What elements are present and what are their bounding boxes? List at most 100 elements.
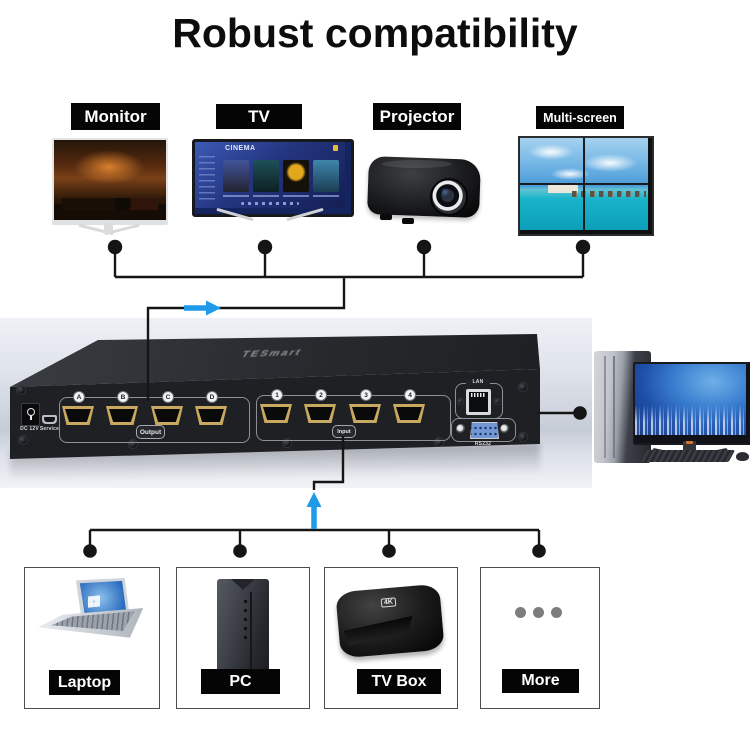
port-badge: D	[206, 391, 218, 403]
monitor-stand-neck	[104, 223, 113, 231]
tv-ui-poster-caption	[313, 195, 339, 197]
tv-ui-poster	[253, 160, 279, 192]
tower-seam	[613, 356, 615, 458]
screw-icon	[518, 382, 528, 392]
desktop-monitor-accent	[686, 441, 693, 444]
db9-screw-post	[500, 424, 510, 434]
port-badge: 2	[315, 389, 327, 401]
monitor-scene-silhouettes	[62, 198, 158, 210]
hdmi-input-port	[304, 404, 336, 423]
screw-icon	[518, 432, 528, 442]
ellipsis-dot-icon	[551, 607, 562, 618]
port-badge: 3	[360, 389, 372, 401]
rs232-port-group	[451, 418, 516, 442]
input-bus-lines	[88, 436, 541, 545]
pc-tower-buttons	[244, 600, 247, 640]
rs232-label: RS232	[474, 441, 492, 447]
cloud	[528, 144, 574, 160]
projector-foot	[380, 214, 392, 220]
tv-ui-header: CINEMA	[225, 145, 256, 152]
screw-icon	[18, 435, 28, 445]
port-badge: 4	[404, 389, 416, 401]
page-title: Robust compatibility	[172, 10, 578, 56]
port-badge: 1	[271, 389, 283, 401]
port-badge: A	[73, 391, 85, 403]
output-port-group	[59, 397, 250, 443]
output-endpoint-dots	[107, 239, 591, 255]
port-badge: B	[117, 391, 129, 403]
wallpaper-city-lights	[635, 405, 746, 435]
pc-tower-top-vent	[231, 579, 255, 590]
dc-power-label: DC 12V	[20, 426, 39, 432]
output-group-label: Output	[136, 425, 165, 439]
tv-ui-poster	[223, 160, 249, 192]
tv-ui-poster-caption	[283, 195, 309, 197]
input-endpoint-dots	[83, 544, 546, 558]
video-wall-divider-horizontal	[520, 183, 648, 185]
lan-rj45-port	[466, 389, 491, 415]
screw-icon	[434, 437, 444, 447]
tv-label: TV	[216, 104, 302, 129]
monitor-label: Monitor	[71, 103, 160, 130]
desktop-monitor-neck	[683, 441, 696, 450]
hdmi-output-port	[106, 406, 138, 425]
monitor-image	[52, 138, 168, 225]
pc-tower-seam	[250, 592, 252, 684]
service-usb-port	[42, 415, 57, 424]
projector-label: Projector	[373, 103, 461, 130]
mouse-image	[736, 452, 749, 461]
hdmi-input-port	[393, 404, 425, 423]
tv-ui-sidebar	[199, 156, 215, 202]
multi-screen-label: Multi-screen	[536, 106, 624, 129]
projector-lens-glint	[440, 188, 450, 196]
pc-label: PC	[201, 669, 280, 694]
dc-plug-icon-stem	[30, 415, 32, 420]
tv-box-label: TV Box	[357, 669, 441, 694]
hdmi-output-port	[151, 406, 183, 425]
tv-ui-corner-icon	[333, 145, 338, 151]
service-label: Service	[39, 426, 60, 432]
hdmi-output-port	[62, 406, 94, 425]
tower-seam	[604, 356, 606, 458]
hdmi-input-port	[349, 404, 381, 423]
hdmi-output-port	[195, 406, 227, 425]
tv-ui-poster	[283, 160, 309, 192]
screw-icon	[16, 385, 26, 395]
more-label: More	[502, 669, 579, 693]
ellipsis-dot-icon	[533, 607, 544, 618]
signal-arrow-right-icon	[184, 300, 221, 316]
ellipsis-dot-icon	[515, 607, 526, 618]
multi-screen-scene	[520, 138, 648, 230]
projector-top-highlight	[382, 160, 452, 168]
tv-ui-poster-caption	[223, 195, 249, 197]
screw-icon	[282, 438, 292, 448]
screw-icon	[494, 398, 501, 405]
tv-ui-pagination-dots	[241, 202, 299, 205]
tv-ui-poster-caption	[253, 195, 279, 197]
monitor-scene-glow	[74, 150, 144, 184]
signal-arrow-up-icon	[306, 492, 322, 529]
tv-image: CINEMA	[192, 139, 354, 217]
hdmi-input-port	[260, 404, 292, 423]
multi-screen-image	[518, 136, 654, 236]
output-bus-lines	[113, 252, 585, 401]
bungalow-row	[572, 191, 646, 197]
screw-icon	[128, 439, 138, 449]
screw-icon	[457, 398, 464, 405]
projector-foot	[402, 218, 414, 224]
laptop-label: Laptop	[49, 670, 120, 695]
desktop-monitor-image	[633, 362, 750, 445]
tv-ui-poster	[313, 160, 339, 192]
cloud	[550, 168, 590, 180]
projector-lens	[430, 178, 468, 216]
desktop-wallpaper	[635, 364, 746, 435]
resort-building	[548, 185, 578, 193]
pc-link-line	[538, 406, 587, 420]
db9-screw-post	[456, 424, 466, 434]
tv-screen: CINEMA	[195, 142, 345, 208]
port-badge: C	[162, 391, 174, 403]
cloud	[582, 154, 638, 172]
input-port-group	[256, 395, 451, 441]
